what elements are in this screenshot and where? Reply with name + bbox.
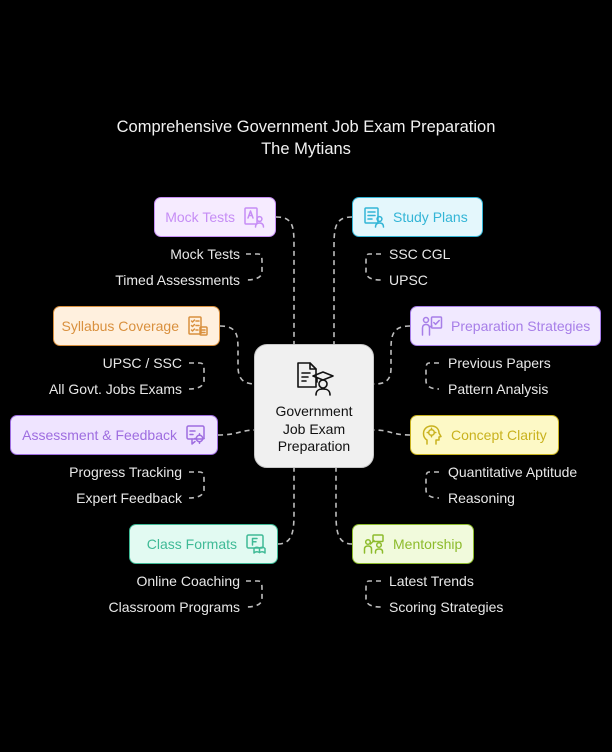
document-graduate-icon (297, 362, 334, 396)
head-idea-icon (422, 425, 442, 445)
sub-item-mock-tests-2: Timed Assessments (115, 272, 240, 288)
node-assessment-feedback[interactable]: Assessment & Feedback (10, 415, 218, 455)
connector-concept-clarity (373, 429, 411, 436)
sub-connector-study-plans (365, 253, 382, 281)
node-class-formats[interactable]: Class Formats (129, 524, 278, 564)
node-mock-tests[interactable]: Mock Tests (154, 197, 276, 237)
node-label: Concept Clarity (451, 427, 547, 443)
sub-item-preparation-strategies-2: Pattern Analysis (448, 381, 549, 397)
connector-class-formats (277, 468, 295, 545)
connector-study-plans (333, 216, 353, 348)
sub-connector-mentorship (365, 580, 382, 608)
node-syllabus-coverage[interactable]: Syllabus Coverage (53, 306, 220, 346)
diagram-subtitle: The Mytians (261, 140, 351, 158)
connector-mentorship (335, 468, 353, 545)
sub-item-assessment-feedback-1: Progress Tracking (69, 464, 182, 480)
node-label: Mock Tests (165, 209, 235, 225)
sub-connector-mock-tests (245, 253, 263, 281)
connector-syllabus-coverage (219, 325, 257, 385)
sub-item-preparation-strategies-1: Previous Papers (448, 355, 551, 371)
node-mentorship[interactable]: Mentorship (352, 524, 474, 564)
sub-item-concept-clarity-2: Reasoning (448, 490, 515, 506)
node-label: Class Formats (146, 536, 237, 552)
node-label: Syllabus Coverage (61, 318, 179, 334)
sub-item-mentorship-2: Scoring Strategies (389, 599, 504, 615)
feedback-gear-icon (186, 425, 205, 445)
sub-connector-class-formats (245, 580, 263, 608)
diagram-title: Comprehensive Government Job Exam Prepar… (116, 118, 496, 136)
center-node[interactable]: Government Job Exam Preparation (254, 344, 374, 468)
plan-user-icon (364, 207, 385, 228)
sub-item-study-plans-2: UPSC (389, 272, 428, 288)
node-concept-clarity[interactable]: Concept Clarity (410, 415, 559, 455)
sub-item-syllabus-coverage-1: UPSC / SSC (102, 355, 182, 371)
sub-item-mentorship-1: Latest Trends (389, 573, 474, 589)
connector-preparation-strategies (373, 325, 411, 385)
sub-item-concept-clarity-1: Quantitative Aptitude (448, 464, 578, 480)
sub-connector-concept-clarity (425, 471, 440, 499)
sub-item-mock-tests-1: Mock Tests (170, 246, 240, 262)
sub-item-class-formats-2: Classroom Programs (108, 599, 240, 615)
node-label: Mentorship (393, 536, 463, 552)
sub-connector-assessment-feedback (188, 471, 205, 499)
syllabus-checklist-icon (188, 316, 208, 336)
strategy-board-icon (421, 316, 443, 336)
mentor-presentation-icon (363, 534, 384, 554)
node-study-plans[interactable]: Study Plans (352, 197, 483, 237)
test-user-icon (244, 207, 265, 228)
center-label: Government Job Exam Preparation (275, 403, 353, 454)
sub-item-study-plans-1: SSC CGL (389, 246, 451, 262)
node-preparation-strategies[interactable]: Preparation Strategies (410, 306, 601, 346)
sub-item-class-formats-1: Online Coaching (136, 573, 240, 589)
sub-connector-syllabus-coverage (188, 362, 205, 390)
sub-item-syllabus-coverage-2: All Govt. Jobs Exams (48, 381, 182, 397)
node-label: Assessment & Feedback (22, 427, 177, 443)
connector-mock-tests (275, 216, 295, 348)
class-format-icon (246, 534, 266, 554)
sub-connector-preparation-strategies (425, 362, 440, 390)
sub-item-assessment-feedback-2: Expert Feedback (76, 490, 182, 506)
connector-assessment-feedback (217, 429, 257, 436)
node-label: Preparation Strategies (451, 318, 591, 334)
node-label: Study Plans (393, 209, 468, 225)
